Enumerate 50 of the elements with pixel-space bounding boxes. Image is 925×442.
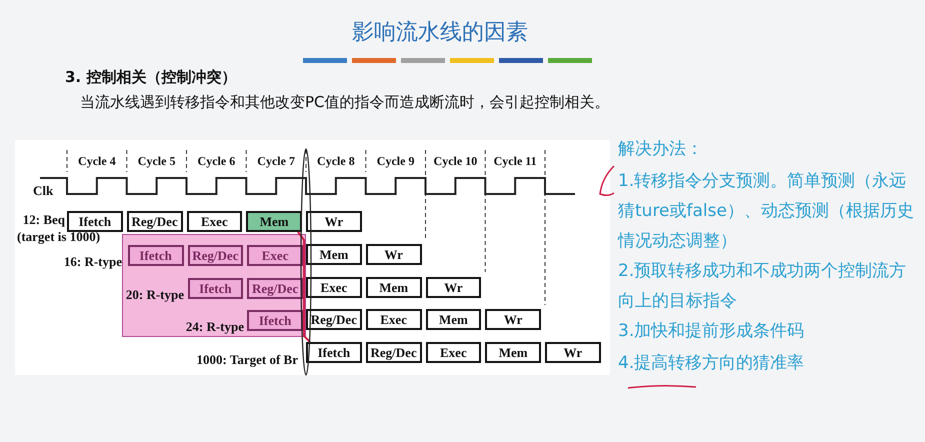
stage-box: Wr bbox=[485, 309, 541, 330]
stage-box: Mem bbox=[485, 342, 541, 363]
connector-line bbox=[297, 231, 311, 343]
stage-box: Reg/Dec bbox=[126, 211, 182, 232]
cycle-label: Cycle 6 bbox=[196, 154, 236, 169]
solution-text: 解决办法： bbox=[618, 138, 703, 161]
stage-box: Exec bbox=[186, 211, 242, 232]
stage-box: Wr bbox=[545, 342, 601, 363]
stage-box: Wr bbox=[366, 244, 422, 265]
stage-box: Wr bbox=[306, 211, 362, 232]
stage-box: Ifetch bbox=[188, 278, 244, 299]
stage-box: Reg/Dec bbox=[366, 342, 422, 363]
stage-box: Reg/Dec bbox=[188, 245, 244, 266]
row-label: 20: R-type bbox=[124, 287, 184, 303]
solution-text: 3.加快和提前形成条件码 bbox=[618, 320, 806, 343]
cycle-label: Cycle 5 bbox=[136, 154, 176, 169]
cycle-label: Cycle 10 bbox=[432, 154, 478, 169]
stage-box: Exec bbox=[426, 342, 482, 363]
stage-box: Reg/Dec bbox=[306, 309, 362, 330]
stage-box: Wr bbox=[426, 277, 482, 298]
solution-text: 4.提高转移方向的猜准率 bbox=[618, 352, 806, 375]
cycle-label: Cycle 4 bbox=[77, 154, 117, 169]
description-text: 当流水线遇到转移指令和其他改变PC值的指令而造成断流时，会引起控制相关。 bbox=[80, 93, 610, 112]
stage-box: Ifetch bbox=[247, 310, 303, 331]
cycle-label: Cycle 8 bbox=[316, 154, 356, 169]
stage-box: Ifetch bbox=[306, 342, 362, 363]
row-label: 16: R-type bbox=[62, 254, 122, 270]
cycle-label: Cycle 7 bbox=[256, 154, 296, 169]
cycle-label: Cycle 11 bbox=[492, 154, 538, 169]
solution-text: 1.转移指令分支预测。简单预测（永远猜ture或false）、动态预测（根据历史情况动态调整） bbox=[618, 170, 915, 253]
row-label: 24: R-type bbox=[184, 319, 244, 335]
row-label: (target is 1000) bbox=[17, 229, 100, 245]
stage-box: Mem bbox=[426, 309, 482, 330]
signal-label: Clk bbox=[33, 183, 54, 199]
cycle-label: Cycle 9 bbox=[376, 154, 416, 169]
section-heading: 3. 控制相关（控制冲突） bbox=[65, 68, 236, 87]
row-label: 1000: Target of Br bbox=[196, 352, 298, 368]
solution-text: 2.预取转移成功和不成功两个控制流方向上的目标指令 bbox=[618, 260, 908, 313]
stage-box: Ifetch bbox=[67, 211, 123, 232]
title: 影响流水线的因素 bbox=[351, 19, 529, 47]
stage-box: Exec bbox=[366, 309, 422, 330]
row-label: 12: Beq bbox=[22, 212, 65, 228]
stage-box: Exec bbox=[247, 245, 303, 266]
stage-box: Ifetch bbox=[128, 245, 184, 266]
shaded-region bbox=[122, 234, 306, 337]
stage-box: Mem bbox=[306, 244, 362, 265]
stage-box: Reg/Dec bbox=[247, 278, 303, 299]
stage-box: Mem bbox=[246, 211, 302, 232]
stage-box: Mem bbox=[366, 277, 422, 298]
stage-box: Exec bbox=[306, 277, 362, 298]
